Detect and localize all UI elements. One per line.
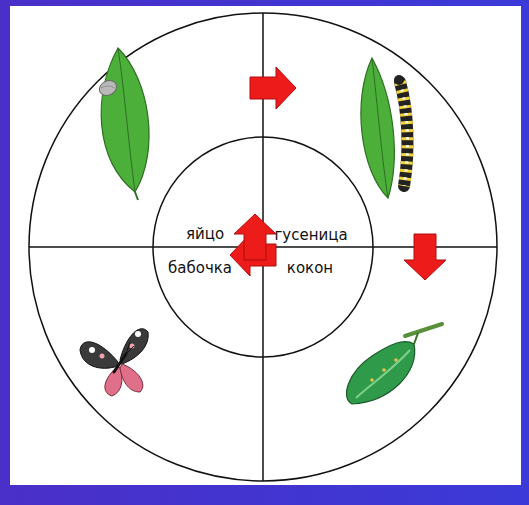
stage-label: яйцо <box>186 225 224 243</box>
stage-label: бабочка <box>168 259 232 277</box>
egg-on-leaf <box>97 48 149 200</box>
cycle-arrow <box>250 67 296 109</box>
stage-label: кокон <box>287 259 333 277</box>
stage-quadrant: яйцо <box>29 13 263 247</box>
outer-circle <box>29 13 497 481</box>
stage-quadrant: бабочка <box>29 247 263 481</box>
stage-quadrant: кокон <box>263 247 497 481</box>
cycle-arrow <box>404 234 446 280</box>
stage-label: гусеница <box>274 226 347 244</box>
caterpillar-on-leaf <box>361 58 408 198</box>
white-panel <box>10 6 521 485</box>
chrysalis <box>346 324 442 404</box>
stage-quadrant: гусеница <box>263 13 497 247</box>
cycle-arrow <box>234 214 276 260</box>
butterfly <box>80 329 148 396</box>
